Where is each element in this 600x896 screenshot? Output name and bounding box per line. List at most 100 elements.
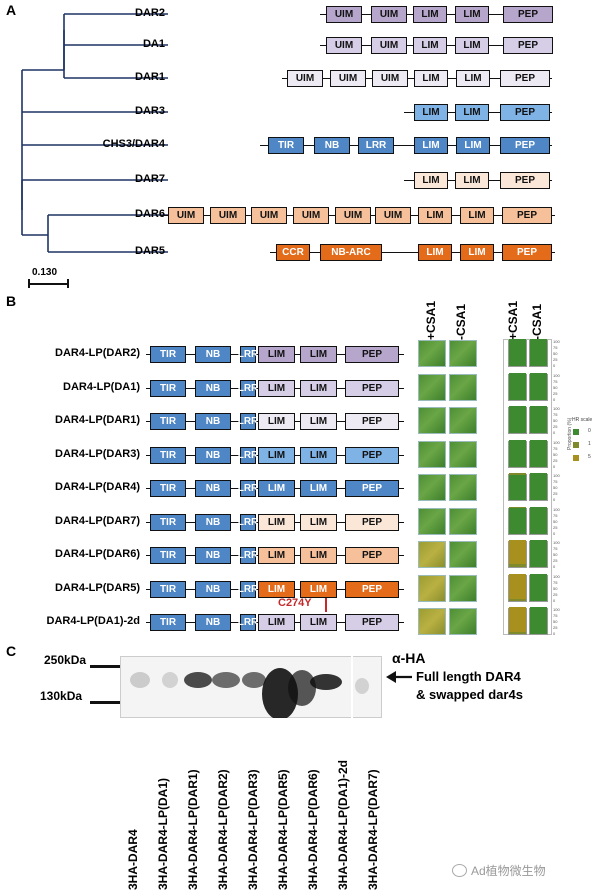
- domain-lrr: LRR: [238, 379, 258, 397]
- blot-band: [355, 678, 369, 694]
- protein-name: DAR6: [135, 208, 165, 220]
- leaf-image-plus-csa1: [418, 608, 446, 635]
- axis-tick-label: 75: [553, 546, 558, 551]
- domain-nb: NB: [195, 513, 231, 531]
- legend-swatch: [573, 429, 579, 435]
- hr-bar-minus: [529, 573, 548, 602]
- domain-uim: UIM: [371, 6, 407, 23]
- axis-tick-label: 100: [553, 339, 560, 344]
- axis-tick-label: 100: [553, 406, 560, 411]
- construct-name: DAR4-LP(DAR4): [55, 481, 140, 493]
- domain-nb: NB: [195, 446, 231, 464]
- axis-tick-label: 75: [553, 479, 558, 484]
- hr-bar-minus: [529, 473, 548, 501]
- domain-lim: LIM: [414, 172, 448, 189]
- hr-bar-segment: [509, 475, 526, 500]
- mutation-label: C274Y: [278, 597, 312, 609]
- domain-lim: LIM: [300, 513, 337, 531]
- domain-lim: LIM: [258, 614, 295, 631]
- construct-name: DAR4-LP(DAR5): [55, 581, 140, 594]
- axis-tick-label: 50: [553, 451, 558, 457]
- column-header-plus-csa1-leaf: +CSA1: [424, 300, 438, 340]
- domain-nb: NB: [195, 580, 231, 598]
- construct-name: DAR4-LP(DA1): [63, 380, 140, 393]
- axis-tick-label: 100: [553, 439, 560, 445]
- blot-band: [310, 674, 342, 690]
- domain-lim: LIM: [455, 37, 489, 54]
- hr-bar-minus: [529, 439, 548, 468]
- domain-lim: LIM: [258, 413, 295, 430]
- axis-tick-label: 75: [553, 512, 558, 518]
- hr-bar-plus: [508, 406, 527, 434]
- domain-tir: TIR: [268, 137, 304, 154]
- leaf-image-plus-csa1: [418, 440, 446, 468]
- leaf-image-minus-csa1: [449, 440, 477, 468]
- domain-pep: PEP: [345, 346, 399, 363]
- domain-lim: LIM: [300, 413, 337, 430]
- axis-tick-label: 75: [553, 579, 558, 585]
- watermark-text: Ad植物微生物: [471, 864, 546, 878]
- domain-uim: UIM: [375, 207, 411, 224]
- axis-tick-label: 75: [553, 345, 558, 350]
- domain-nb-arc: NB-ARC: [320, 244, 382, 261]
- domain-lim: LIM: [418, 207, 452, 224]
- hr-bar-segment: [509, 372, 526, 400]
- domain-lim: LIM: [258, 547, 295, 564]
- domain-uim: UIM: [335, 207, 371, 224]
- domain-tir: TIR: [150, 379, 186, 397]
- leaf-image-minus-csa1: [449, 373, 477, 401]
- domain-tir: TIR: [150, 446, 186, 464]
- hr-bar-segment: [530, 473, 547, 500]
- domain-pep: PEP: [500, 104, 550, 121]
- hr-bar-minus: [529, 540, 548, 568]
- hr-bar-segment: [509, 573, 526, 600]
- domain-uim: UIM: [168, 207, 204, 224]
- domain-lim: LIM: [455, 6, 489, 23]
- blot-band: [262, 668, 298, 718]
- domain-pep: PEP: [345, 446, 399, 464]
- lane-label: 3HA-DAR4-LP(DA1): [156, 777, 170, 890]
- domain-lrr: LRR: [238, 547, 258, 564]
- hr-bar-plus: [508, 506, 527, 535]
- domain-tir: TIR: [150, 580, 186, 598]
- protein-backbone: [260, 145, 552, 147]
- antibody-label: α-HA: [392, 650, 426, 666]
- leaf-image-plus-csa1: [418, 407, 446, 434]
- axis-tick-label: 25: [553, 625, 558, 630]
- legend-label: 5: [588, 454, 591, 460]
- legend-swatch: [573, 442, 579, 448]
- domain-lim: LIM: [460, 207, 494, 224]
- lane-label: 3HA-DAR4-LP(DAR6): [306, 769, 320, 890]
- blot-band: [212, 672, 240, 688]
- domain-pep: PEP: [345, 513, 399, 531]
- domain-pep: PEP: [502, 207, 552, 224]
- leaf-image-minus-csa1: [449, 507, 477, 535]
- panel-a-label: A: [6, 2, 17, 18]
- construct-name: DAR4-LP(DAR6): [55, 548, 140, 560]
- domain-lim: LIM: [413, 6, 447, 23]
- domain-pep: PEP: [503, 6, 553, 23]
- axis-tick-label: 25: [553, 524, 558, 530]
- axis-tick-label: 50: [553, 552, 558, 557]
- hr-bar-segment: [509, 564, 526, 567]
- tree-scale-label: 0.130: [32, 267, 58, 278]
- domain-nb: NB: [195, 547, 231, 564]
- hr-bar-segment: [530, 439, 547, 467]
- domain-lim: LIM: [258, 446, 295, 464]
- blot-band: [288, 670, 316, 706]
- domain-lim: LIM: [414, 104, 448, 121]
- axis-tick-label: 0: [553, 530, 556, 536]
- domain-nb: NB: [195, 413, 231, 430]
- hr-bar-plus: [508, 372, 527, 401]
- domain-uim: UIM: [330, 70, 366, 87]
- hr-bar-plus: [508, 540, 527, 568]
- protein-name: DAR2: [135, 7, 165, 19]
- domain-uim: UIM: [293, 207, 329, 224]
- axis-tick-label: 75: [553, 378, 558, 384]
- domain-lrr: LRR: [238, 614, 258, 631]
- marker-250-label: 250kDa: [44, 653, 87, 667]
- construct-name: DAR4-LP(DAR7): [55, 514, 140, 527]
- domain-lim: LIM: [460, 244, 494, 261]
